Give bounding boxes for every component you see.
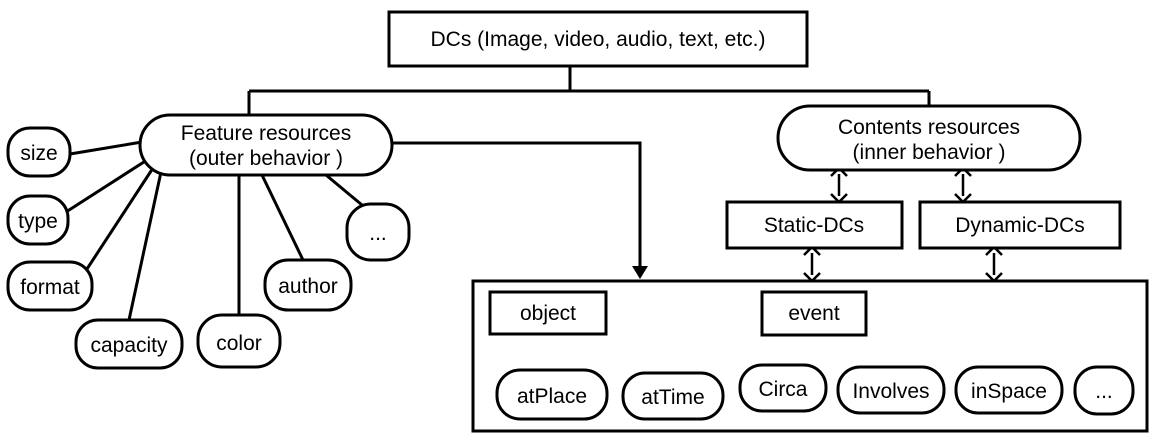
property-label: Circa [758,378,807,401]
edge-feature-capacity [127,171,163,321]
double-arrow-static-container-icon [803,245,821,283]
contents-resources-title: Contents resources [838,116,1020,139]
double-arrow-contents-dynamic-icon [954,166,972,204]
attribute-author: author [263,258,353,312]
double-arrow-dynamic-container-icon [985,245,1003,283]
static-dcs-node: Static-DCs [725,200,904,250]
event-label: event [788,302,840,325]
event-node: event [760,290,868,337]
property-label: inSpace [971,380,1047,403]
edge-feature-author [260,174,305,261]
double-arrow-contents-static-icon [830,166,848,204]
edge-feature-size [69,140,143,156]
edge-feature-to-container [392,141,642,266]
contents-resources-node: Contents resources (inner behavior ) [776,104,1082,172]
contents-resources-subtitle: (inner behavior ) [853,141,1006,164]
feature-resources-subtitle: (outer behavior ) [189,147,343,170]
root-label: DCs (Image, video, audio, text, etc.) [431,28,766,51]
edge-feature-format [83,167,155,273]
property-attime: atTime [621,371,725,421]
feature-attributes: size type format capacity color author .… [6,126,411,370]
property-more: ... [1073,365,1135,416]
edge-feature-type [65,158,148,214]
property-label: ... [1095,380,1113,403]
dynamic-dcs-label: Dynamic-DCs [955,214,1085,237]
property-circa: Circa [738,363,828,413]
attribute-type: type [6,194,70,246]
root-node: DCs (Image, video, audio, text, etc.) [387,10,809,68]
event-properties: atPlace atTime Circa Involves inSpace ..… [495,363,1135,421]
object-node: object [488,290,608,336]
attribute-label: size [20,142,57,165]
attribute-more: ... [345,202,411,262]
arrow-head-down-icon [632,266,648,279]
feature-resources-node: Feature resources (outer behavior ) [138,113,394,177]
property-involves: Involves [836,365,946,415]
attribute-size: size [6,126,72,178]
attribute-label: type [18,210,58,233]
attribute-label: capacity [90,334,168,357]
attribute-label: format [20,276,80,299]
attribute-capacity: capacity [74,318,184,370]
attribute-format: format [6,260,94,312]
object-label: object [520,302,576,325]
attribute-color: color [196,313,282,369]
attribute-label: ... [369,222,387,245]
property-label: Involves [852,380,929,403]
dynamic-dcs-node: Dynamic-DCs [918,200,1122,250]
property-inspace: inSpace [954,365,1064,415]
feature-resources-title: Feature resources [181,122,351,145]
property-label: atPlace [517,385,587,408]
attribute-label: color [216,332,262,355]
property-label: atTime [641,386,704,409]
attribute-label: author [278,275,338,298]
property-atplace: atPlace [495,368,609,421]
static-dcs-label: Static-DCs [764,214,864,237]
